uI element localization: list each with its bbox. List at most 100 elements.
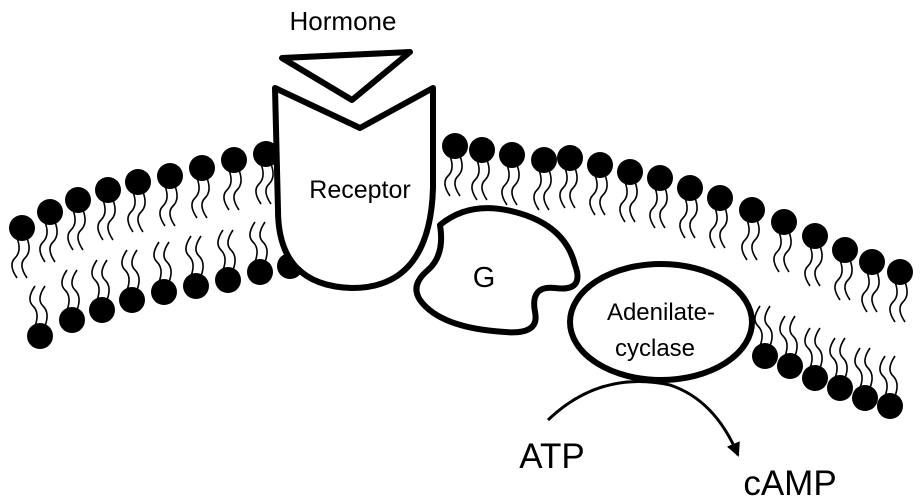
phospholipid-head <box>531 147 557 173</box>
lipid-tail <box>259 221 268 263</box>
lipid-tail <box>861 271 870 313</box>
phospholipid-head <box>221 147 247 173</box>
lipid-tail <box>137 191 146 233</box>
lipid-tail <box>61 269 70 311</box>
lipid-tail <box>889 355 898 397</box>
phospholipid-head <box>752 343 778 369</box>
lipid-bilayer-membrane <box>9 133 913 419</box>
lipid-tail <box>864 347 873 389</box>
lipid-tail <box>679 197 688 239</box>
receptor-label: Receptor <box>309 176 410 204</box>
lipid-tail <box>233 169 242 211</box>
phospholipid-head <box>189 155 215 181</box>
phospholipid-head <box>677 175 703 201</box>
lipid-tail <box>804 245 813 287</box>
phospholipid-head <box>89 297 115 323</box>
phospholipid-head <box>37 199 63 225</box>
lipid-tail <box>163 241 172 283</box>
adenylate-cyclase-enzyme <box>567 261 755 383</box>
phospholipid-head <box>827 375 853 401</box>
phospholipid-head <box>877 393 903 419</box>
lipid-tail <box>764 305 773 347</box>
lipid-tail <box>804 327 813 369</box>
phospholipid-head <box>95 177 121 203</box>
lipid-tail <box>741 219 750 261</box>
lipid-tail <box>29 285 38 327</box>
lipid-tail <box>454 155 463 197</box>
phospholipid-head <box>802 223 828 249</box>
phospholipid-head <box>777 353 803 379</box>
lipid-tail <box>201 177 210 219</box>
receptor-protein <box>272 85 436 291</box>
lipid-tail <box>265 163 274 205</box>
phospholipid-head <box>802 365 828 391</box>
phospholipid-head <box>215 267 241 293</box>
lipid-tail <box>67 209 76 251</box>
phospholipid-head <box>9 215 35 241</box>
hormone-ligand <box>279 49 413 103</box>
phospholipid-head <box>852 385 878 411</box>
lipid-tail <box>127 191 136 233</box>
phospholipid-head <box>771 209 797 235</box>
phospholipid-head <box>183 273 209 299</box>
lipid-tail <box>511 164 520 206</box>
phospholipid-head <box>859 249 885 275</box>
lipid-tail <box>899 281 908 323</box>
lipid-tails <box>11 155 908 397</box>
lipid-tail <box>889 281 898 323</box>
lipid-tail <box>217 229 226 271</box>
atp-label: ATP <box>519 437 584 476</box>
lipid-tail <box>21 237 30 279</box>
hormone-label: Hormone <box>290 6 397 36</box>
adenylate-cyclase-label-line2: cyclase <box>615 335 695 362</box>
lipid-tail <box>879 355 888 397</box>
reaction-arrow <box>546 380 740 457</box>
phospholipid-head <box>617 159 643 185</box>
lipid-tail <box>11 237 20 279</box>
lipid-tail <box>169 185 178 227</box>
phospholipid-head <box>587 152 613 178</box>
phospholipid-head <box>887 259 913 285</box>
lipid-tail <box>844 259 853 301</box>
phospholipid-head <box>832 237 858 263</box>
phospholipid-head <box>647 165 673 191</box>
lipid-tail <box>689 197 698 239</box>
lipid-tail <box>77 209 86 251</box>
lipid-tail <box>829 337 838 379</box>
phospholipid-head <box>125 169 151 195</box>
lipid-tail <box>834 259 843 301</box>
lipid-tail <box>49 221 58 263</box>
lipid-tail <box>39 221 48 263</box>
lipid-tail <box>249 221 258 263</box>
phospholipid-head <box>247 259 273 285</box>
adenylate-cyclase-label-line1: Adenilate- <box>607 299 715 326</box>
lipid-tail <box>185 235 194 277</box>
lipid-tail <box>131 249 140 291</box>
lipid-tail <box>471 159 480 201</box>
lipid-tail <box>773 231 782 273</box>
lipid-tail <box>719 207 728 249</box>
lipid-tail <box>559 167 568 209</box>
phospholipid-head <box>151 279 177 305</box>
lipid-tail <box>779 315 788 357</box>
phospholipid-head <box>253 141 279 167</box>
lipid-tail <box>501 164 510 206</box>
lipid-tail <box>789 315 798 357</box>
lipid-tail <box>191 177 200 219</box>
lipid-tail <box>783 231 792 273</box>
lipid-tail <box>751 219 760 261</box>
phospholipid-head <box>65 187 91 213</box>
lipid-tail <box>709 207 718 249</box>
phospholipid-head <box>27 323 53 349</box>
phospholipid-head <box>557 145 583 171</box>
lipid-tail <box>814 327 823 369</box>
phospholipid-heads <box>9 133 913 419</box>
lipid-tail <box>839 337 848 379</box>
lipid-tail <box>659 187 668 229</box>
lipid-tail <box>481 159 490 201</box>
lipid-tail <box>649 187 658 229</box>
lipid-tail <box>444 155 453 197</box>
phospholipid-head <box>707 185 733 211</box>
phospholipid-head <box>119 287 145 313</box>
lipid-tail <box>121 249 130 291</box>
